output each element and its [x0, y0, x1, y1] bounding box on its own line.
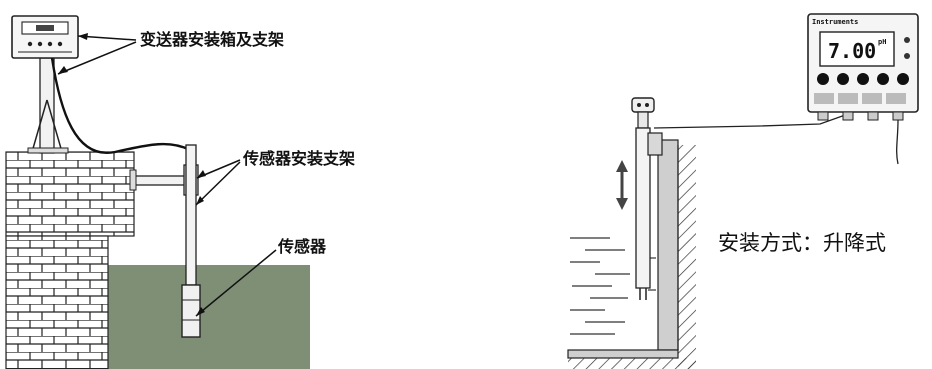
right-installation-diagram: Instruments 7.00 pH 安装方式：升降式 — [567, 13, 919, 369]
brick-wall — [5, 151, 135, 237]
meter-button-1 — [817, 73, 829, 85]
label-sensor-bracket: 传感器安装支架 — [242, 149, 355, 168]
water-lines — [570, 237, 656, 335]
meter-button-5 — [897, 73, 909, 85]
meter-brand: Instruments — [812, 18, 858, 26]
meter-button-3 — [857, 73, 869, 85]
lift-arrow — [616, 160, 628, 210]
transmitter-stand — [27, 57, 69, 154]
tank-wall — [567, 139, 696, 369]
meter-cable — [653, 113, 849, 129]
meter-power-cable — [896, 119, 899, 165]
brick-wall-lower — [5, 235, 109, 369]
sensor-cable — [50, 57, 191, 155]
sensor-pole — [181, 144, 201, 338]
leader-arrowheads — [58, 33, 206, 316]
left-installation-diagram: 变送器安装箱及支架 传感器安装支架 传感器 — [5, 15, 355, 369]
label-sensor: 传感器 — [277, 237, 327, 256]
install-method-label: 安装方式：升降式 — [718, 231, 886, 255]
meter-button-4 — [877, 73, 889, 85]
lift-sensor — [631, 97, 663, 300]
transmitter-box — [11, 15, 79, 59]
meter-unit: Instruments 7.00 pH — [807, 13, 919, 121]
meter-reading: 7.00 — [828, 39, 876, 63]
meter-unit-label: pH — [878, 38, 886, 46]
label-transmitter-box: 变送器安装箱及支架 — [140, 30, 284, 49]
water-body — [108, 265, 310, 369]
meter-button-2 — [837, 73, 849, 85]
